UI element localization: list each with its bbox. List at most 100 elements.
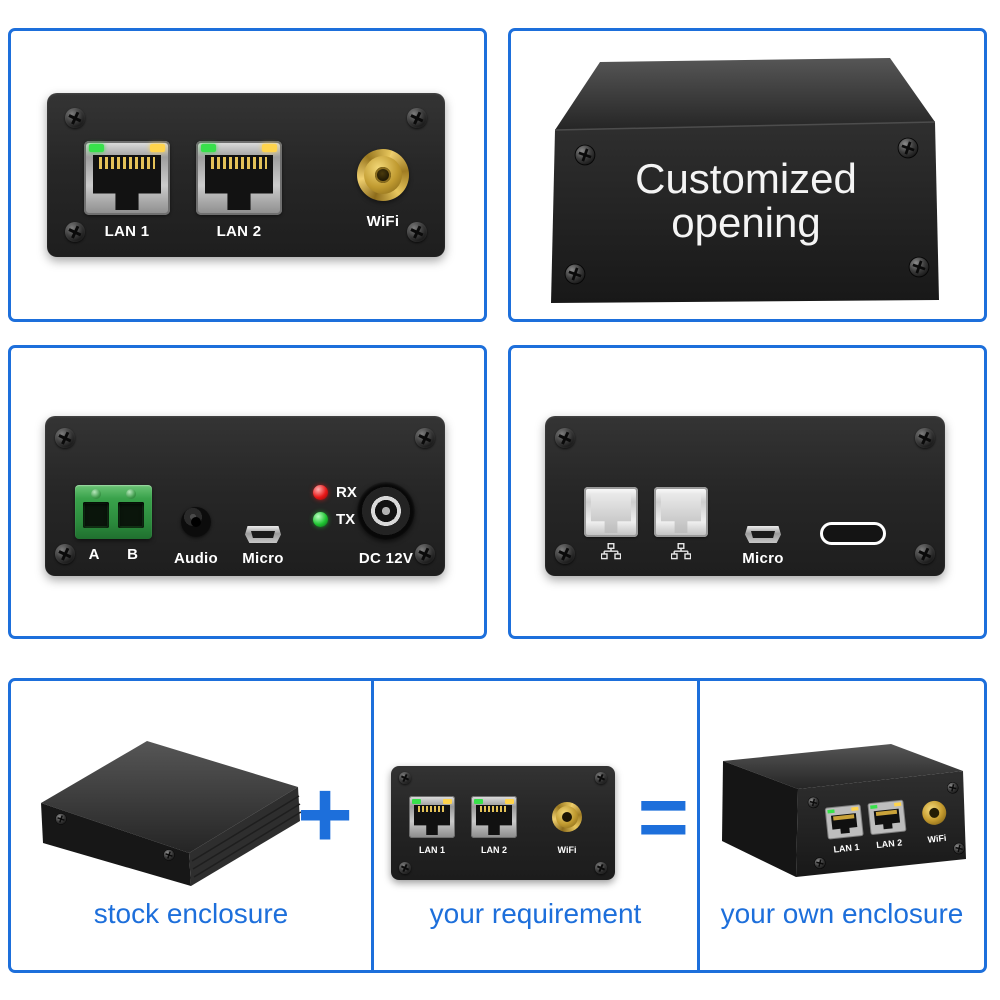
dc-power-jack bbox=[357, 482, 415, 540]
stock-enclosure-3d bbox=[41, 741, 302, 886]
rj45-pins bbox=[418, 806, 446, 812]
requirement-front-panel: LAN 1 LAN 2 WiFi bbox=[391, 766, 615, 880]
terminal-b-label: B bbox=[127, 546, 139, 563]
link-led-icon bbox=[89, 144, 104, 152]
wifi-antenna-connector bbox=[552, 802, 582, 832]
ethernet-icon bbox=[671, 543, 691, 560]
lan1-label: LAN 1 bbox=[833, 842, 860, 855]
screw-icon bbox=[415, 428, 435, 448]
wifi-label: WiFi bbox=[366, 213, 400, 230]
requirement-cell: LAN 1 LAN 2 WiFi = your requirement bbox=[371, 681, 697, 970]
enclosure-back-face: A B Audio Micro RX TX DC 12V bbox=[45, 416, 445, 576]
activity-led-icon bbox=[443, 798, 452, 804]
terminal-block-port bbox=[75, 485, 152, 539]
box-top-face bbox=[722, 744, 963, 789]
rx-indicator: RX bbox=[313, 484, 357, 501]
lan1-port bbox=[84, 141, 170, 215]
audio-jack-port bbox=[181, 507, 211, 537]
side-fins bbox=[191, 795, 302, 878]
enclosure-3d-box bbox=[551, 58, 939, 303]
link-led-icon bbox=[474, 798, 483, 804]
custom-io-panel-photo: Micro bbox=[508, 345, 987, 639]
screw-icon bbox=[896, 136, 920, 160]
rj45-cavity bbox=[476, 805, 512, 835]
lan2-port bbox=[471, 796, 517, 838]
ethernet-icon bbox=[601, 543, 621, 560]
wifi-connector-center bbox=[929, 807, 940, 818]
rj45-pins bbox=[211, 157, 267, 169]
wifi-antenna-connector bbox=[357, 149, 409, 201]
terminal-hole-a bbox=[83, 502, 109, 528]
enclosure-equation: + stock enclosure LAN 1 bbox=[8, 678, 987, 973]
rx-led-icon bbox=[313, 485, 328, 500]
dc-label: DC 12V bbox=[358, 550, 414, 567]
rx-label: RX bbox=[336, 484, 357, 501]
lan1-label: LAN 1 bbox=[418, 845, 445, 855]
tx-led-icon bbox=[313, 512, 328, 527]
lan2-label: LAN 2 bbox=[216, 223, 262, 240]
lan2-port bbox=[867, 799, 907, 835]
micro-label: Micro bbox=[742, 550, 784, 567]
screw-icon bbox=[555, 544, 575, 564]
own-enclosure-3d: LAN 1 LAN 2 WiFi bbox=[721, 744, 966, 877]
rj45-cavity bbox=[205, 155, 273, 210]
screw-icon bbox=[595, 772, 607, 784]
screw-icon bbox=[915, 428, 935, 448]
screw-icon bbox=[555, 428, 575, 448]
lan2-label: LAN 2 bbox=[876, 837, 903, 850]
ethernet-opening-1 bbox=[584, 487, 638, 537]
screw-icon bbox=[399, 772, 411, 784]
own-enclosure-cell: LAN 1 LAN 2 WiFi your own enclosure bbox=[696, 681, 984, 970]
ethernet-opening-2 bbox=[654, 487, 708, 537]
audio-label: Audio bbox=[174, 550, 218, 567]
customized-line2: opening bbox=[671, 199, 821, 246]
front-face-components: LAN 1 LAN 2 WiFi bbox=[806, 781, 966, 870]
screw-icon bbox=[407, 108, 427, 128]
screw-icon bbox=[162, 848, 176, 862]
link-led-icon bbox=[201, 144, 216, 152]
screw-icon bbox=[54, 812, 68, 826]
box-front-face bbox=[551, 122, 939, 303]
rj45-cavity bbox=[414, 805, 450, 835]
enclosure-front-face: LAN 1 LAN 2 WiFi bbox=[47, 93, 445, 257]
box-top-face bbox=[41, 741, 298, 853]
activity-led-icon bbox=[505, 798, 514, 804]
terminal-labels: A B bbox=[75, 546, 152, 563]
lan1-port bbox=[409, 796, 455, 838]
tx-indicator: TX bbox=[313, 511, 355, 528]
customized-opening-text: Customized opening bbox=[551, 157, 941, 245]
screw-icon bbox=[399, 862, 411, 874]
lan1-label: LAN 1 bbox=[104, 223, 150, 240]
box-top-face bbox=[555, 58, 935, 130]
screw-icon bbox=[563, 262, 587, 286]
wifi-label: WiFi bbox=[557, 845, 577, 855]
micro-usb-port bbox=[745, 526, 781, 543]
enclosure-custom-face: Micro bbox=[545, 416, 945, 576]
lan2-port bbox=[196, 141, 282, 215]
lan1-port bbox=[824, 804, 864, 840]
terminal-screw-icon bbox=[126, 489, 136, 499]
activity-led-icon bbox=[893, 802, 902, 807]
usb-c-opening bbox=[820, 522, 886, 545]
link-led-icon bbox=[870, 804, 878, 810]
link-led-icon bbox=[412, 798, 421, 804]
equals-sign: = bbox=[637, 767, 689, 866]
rj45-pins bbox=[480, 806, 508, 812]
screw-icon bbox=[595, 862, 607, 874]
plus-sign: + bbox=[296, 761, 353, 868]
rj45-cavity bbox=[93, 155, 161, 210]
requirement-label: your requirement bbox=[429, 898, 642, 929]
screw-icon bbox=[407, 222, 427, 242]
screw-icon bbox=[65, 108, 85, 128]
terminal-a-label: A bbox=[88, 546, 100, 563]
lan2-label: LAN 2 bbox=[480, 845, 507, 855]
rj45-pins bbox=[99, 157, 155, 169]
link-led-icon bbox=[827, 809, 835, 814]
activity-led-icon bbox=[851, 806, 859, 812]
screw-icon bbox=[907, 255, 931, 279]
box-front-face bbox=[41, 803, 191, 886]
terminal-hole-b bbox=[118, 502, 144, 528]
screw-icon bbox=[65, 222, 85, 242]
wifi-label: WiFi bbox=[927, 833, 947, 845]
customized-line1: Customized bbox=[635, 155, 857, 202]
